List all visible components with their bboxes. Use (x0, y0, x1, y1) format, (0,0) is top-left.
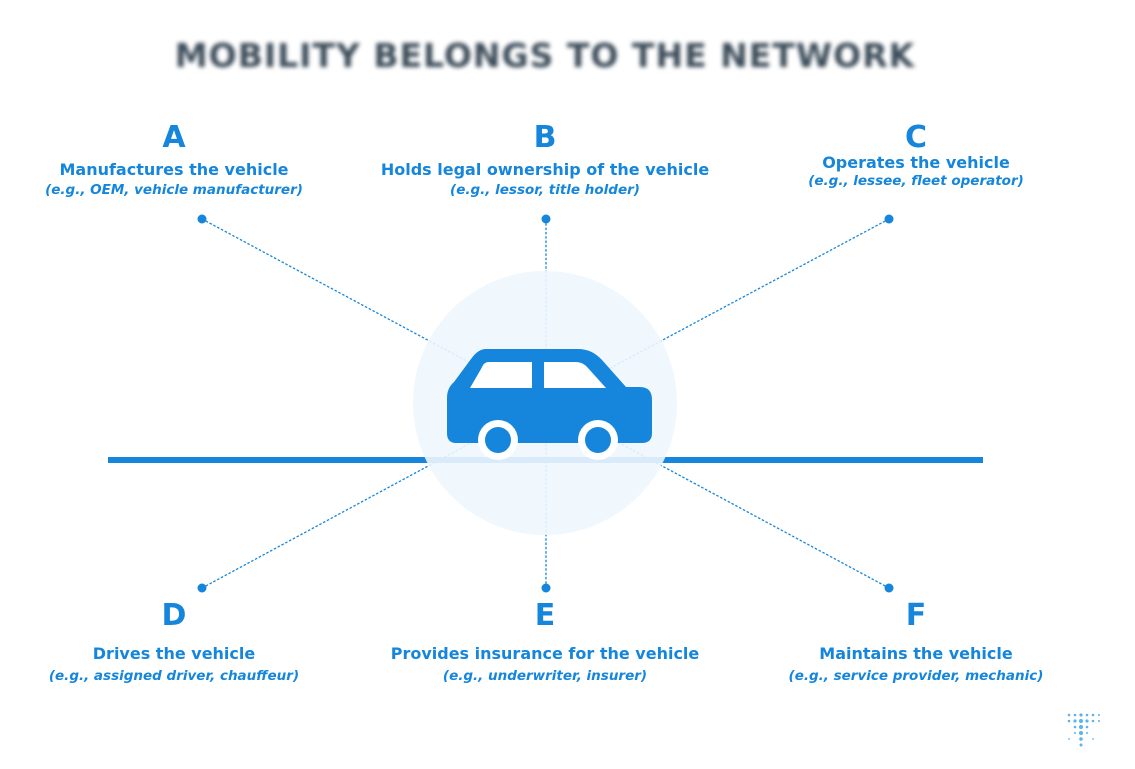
node-a: A Manufactures the vehicle (e.g., OEM, v… (34, 120, 314, 200)
car-icon (447, 349, 652, 460)
node-letter: F (905, 598, 927, 633)
node-letter: C (904, 120, 928, 155)
node-c: C Operates the vehicle (e.g., lessee, fl… (776, 120, 1056, 191)
connector-c (544, 218, 890, 404)
dot-e (541, 583, 551, 593)
connector-f (544, 402, 890, 589)
dot-f (884, 583, 894, 593)
dot-b (541, 214, 551, 224)
node-role: Drives the vehicle (92, 644, 256, 663)
node-role: Manufactures the vehicle (59, 160, 289, 179)
node-role: Provides insurance for the vehicle (390, 644, 700, 663)
node-example: (e.g., lessee, fleet operator) (808, 173, 1024, 189)
node-role: Maintains the vehicle (819, 644, 1013, 663)
node-example: (e.g., service provider, mechanic) (788, 668, 1044, 684)
dot-grid-logo-icon (1067, 713, 1100, 747)
dot-a (197, 214, 207, 224)
node-letter: A (162, 120, 186, 155)
node-letter: E (534, 598, 556, 633)
dot-d (197, 583, 207, 593)
node-e: E Provides insurance for the vehicle (e.… (375, 598, 715, 686)
node-role: Holds legal ownership of the vehicle (380, 160, 710, 179)
dot-c (884, 214, 894, 224)
node-letter: D (161, 598, 187, 633)
node-example: (e.g., lessor, title holder) (450, 182, 640, 198)
page-title: MOBILITY BELONGS TO THE NETWORK (174, 36, 916, 75)
node-role: Operates the vehicle (822, 153, 1010, 172)
node-example: (e.g., OEM, vehicle manufacturer) (45, 182, 303, 198)
node-f: F Maintains the vehicle (e.g., service p… (776, 598, 1056, 686)
node-example: (e.g., assigned driver, chauffeur) (48, 668, 300, 684)
node-d: D Drives the vehicle (e.g., assigned dri… (34, 598, 314, 686)
node-b: B Holds legal ownership of the vehicle (… (375, 120, 715, 200)
node-letter: B (533, 120, 557, 155)
node-example: (e.g., underwriter, insurer) (442, 668, 648, 684)
